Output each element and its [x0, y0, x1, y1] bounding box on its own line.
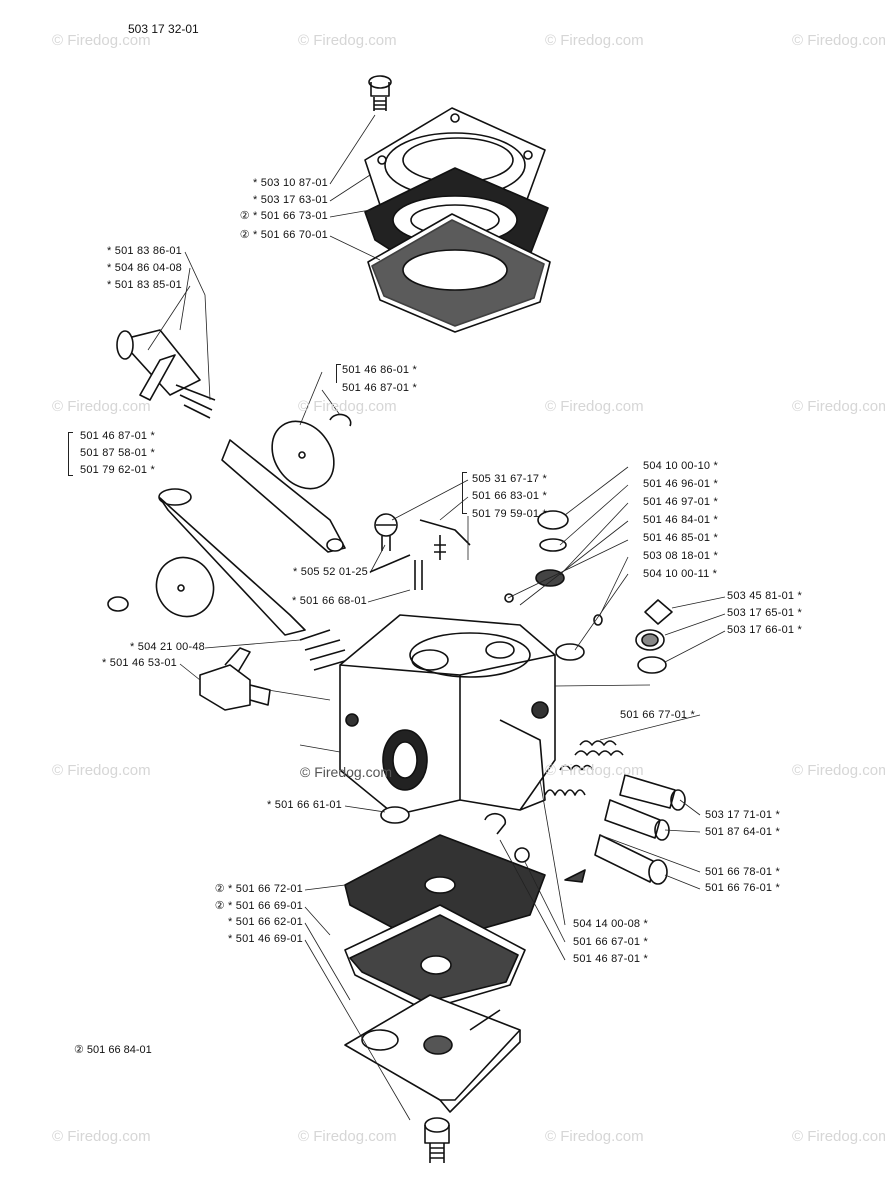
watermark: © Firedog.com [298, 398, 397, 415]
part-label: * 501 46 53-01 [102, 657, 177, 669]
part-label: 501 46 85-01 * [643, 532, 718, 544]
part-label: * 504 21 00-48 [130, 641, 205, 653]
label-bracket [68, 432, 73, 476]
part-label: 503 45 81-01 * [727, 590, 802, 602]
part-label: * 501 46 69-01 [228, 933, 303, 945]
pump-gasket [367, 213, 551, 333]
part-label: * 501 83 85-01 [107, 279, 182, 291]
part-label: * 501 66 62-01 [228, 916, 303, 928]
watermark: © Firedog.com [298, 32, 397, 49]
part-label: 501 46 86-01 * [342, 364, 417, 376]
filter-screen-parts [635, 599, 673, 674]
watermark: © Firedog.com [792, 32, 885, 49]
part-label: 503 08 18-01 * [643, 550, 718, 562]
part-label: 503 17 66-01 * [727, 624, 802, 636]
center-watermark: © Firedog.com [300, 764, 393, 780]
label-bracket [462, 472, 467, 514]
label-bracket [336, 364, 341, 383]
part-label: 501 87 58-01 * [80, 447, 155, 459]
part-label: * 503 17 63-01 [253, 194, 328, 206]
part-label: 501 46 87-01 * [573, 953, 648, 965]
part-label: 501 46 96-01 * [643, 478, 718, 490]
part-label: * 504 86 04-08 [107, 262, 182, 274]
part-label: 501 79 59-01 * [472, 508, 547, 520]
part-label: ② * 501 66 73-01 [239, 210, 328, 222]
part-label: 501 87 64-01 * [705, 826, 780, 838]
bottom-gaskets-and-cover [344, 806, 586, 1113]
watermark: © Firedog.com [792, 1128, 885, 1145]
top-screw [368, 75, 392, 111]
part-label: 505 31 67-17 * [472, 473, 547, 485]
part-label: * 501 83 86-01 [107, 245, 182, 257]
bottom-screw [424, 1117, 450, 1163]
part-label: 501 46 87-01 * [80, 430, 155, 442]
fuel-inlet-elbow [199, 647, 271, 711]
part-label: 501 66 76-01 * [705, 882, 780, 894]
part-label: * 501 66 68-01 [292, 595, 367, 607]
watermark: © Firedog.com [545, 32, 644, 49]
part-label: 503 17 71-01 * [705, 809, 780, 821]
part-label: 501 79 62-01 * [80, 464, 155, 476]
watermark: © Firedog.com [52, 1128, 151, 1145]
part-label: 501 66 67-01 * [573, 936, 648, 948]
part-label: ② * 501 66 69-01 [214, 900, 303, 912]
watermark: © Firedog.com [52, 32, 151, 49]
watermark: © Firedog.com [792, 398, 885, 415]
part-label: 503 17 65-01 * [727, 607, 802, 619]
carburetor-body [339, 614, 556, 816]
part-label: 504 10 00-10 * [643, 460, 718, 472]
watermark: © Firedog.com [792, 762, 885, 779]
needle-valve-parts [369, 510, 603, 661]
part-label: 501 46 84-01 * [643, 514, 718, 526]
watermark: © Firedog.com [545, 1128, 644, 1145]
part-label: 501 66 77-01 * [620, 709, 695, 721]
choke-valve-disc [271, 413, 352, 490]
part-label: 501 66 83-01 * [472, 490, 547, 502]
leader-lines [147, 114, 726, 1121]
part-label: 504 14 00-08 * [573, 918, 648, 930]
watermark: © Firedog.com [545, 762, 644, 779]
part-label: * 501 66 61-01 [267, 799, 342, 811]
watermark: © Firedog.com [52, 762, 151, 779]
part-label: 501 66 78-01 * [705, 866, 780, 878]
part-label: 504 10 00-11 * [643, 568, 718, 580]
footnote: ② 501 66 84-01 [74, 1044, 152, 1056]
part-label: 501 46 97-01 * [643, 496, 718, 508]
watermark: © Firedog.com [52, 398, 151, 415]
throttle-shaft-assembly [107, 488, 349, 671]
part-label: ② * 501 66 72-01 [214, 883, 303, 895]
part-label: 501 46 87-01 * [342, 382, 417, 394]
part-label: ② * 501 66 70-01 [239, 229, 328, 241]
adjustment-screws [544, 740, 686, 885]
diagram-number: 503 17 32-01 [128, 22, 199, 36]
part-label: * 503 10 87-01 [253, 177, 328, 189]
choke-shaft-assembly [116, 329, 346, 553]
watermark: © Firedog.com [545, 398, 644, 415]
watermark: © Firedog.com [298, 1128, 397, 1145]
part-label: * 505 52 01-25 [293, 566, 368, 578]
